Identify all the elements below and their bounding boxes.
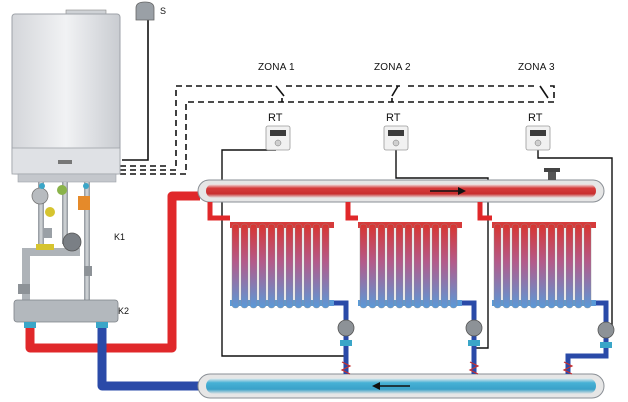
radiator-zone-2 bbox=[358, 222, 462, 309]
zone-2-label: ZONA 2 bbox=[374, 62, 411, 73]
outdoor-sensor bbox=[135, 1, 155, 21]
zone-return-pipes bbox=[334, 300, 609, 374]
sensor-wire bbox=[122, 20, 149, 161]
k2-label: K2 bbox=[118, 306, 130, 316]
arrow-icon bbox=[372, 382, 410, 390]
arrow-icon bbox=[430, 187, 466, 195]
boiler-plumbing bbox=[18, 182, 92, 300]
valve-icon bbox=[340, 361, 574, 375]
zone-supply-drops bbox=[207, 202, 492, 221]
thermostat-icon bbox=[265, 125, 291, 151]
thermostat-wiring bbox=[120, 85, 555, 175]
thermostat-icon bbox=[525, 125, 551, 151]
pump-icon bbox=[465, 319, 483, 346]
radiator-zone-3 bbox=[492, 222, 596, 309]
hot-header bbox=[197, 168, 605, 203]
pump-icon bbox=[337, 319, 355, 346]
sensor-label: S bbox=[160, 6, 167, 16]
pump-icon bbox=[62, 232, 82, 252]
thermostat-icon bbox=[383, 125, 409, 151]
thermostat-1-label: RT bbox=[268, 112, 283, 124]
boiler bbox=[11, 9, 121, 183]
supply-pipe bbox=[25, 191, 200, 353]
zone-3-label: ZONA 3 bbox=[518, 62, 555, 73]
thermostat-3-label: RT bbox=[528, 112, 543, 124]
k1-label: K1 bbox=[114, 232, 126, 242]
hydraulic-separator bbox=[13, 299, 119, 328]
radiator-zone-1 bbox=[230, 222, 334, 309]
thermostat-2-label: RT bbox=[386, 112, 401, 124]
return-pipe bbox=[97, 328, 200, 391]
pump-icon bbox=[597, 321, 615, 348]
zone-relay-contacts bbox=[275, 85, 549, 102]
zone-1-label: ZONA 1 bbox=[258, 62, 295, 73]
